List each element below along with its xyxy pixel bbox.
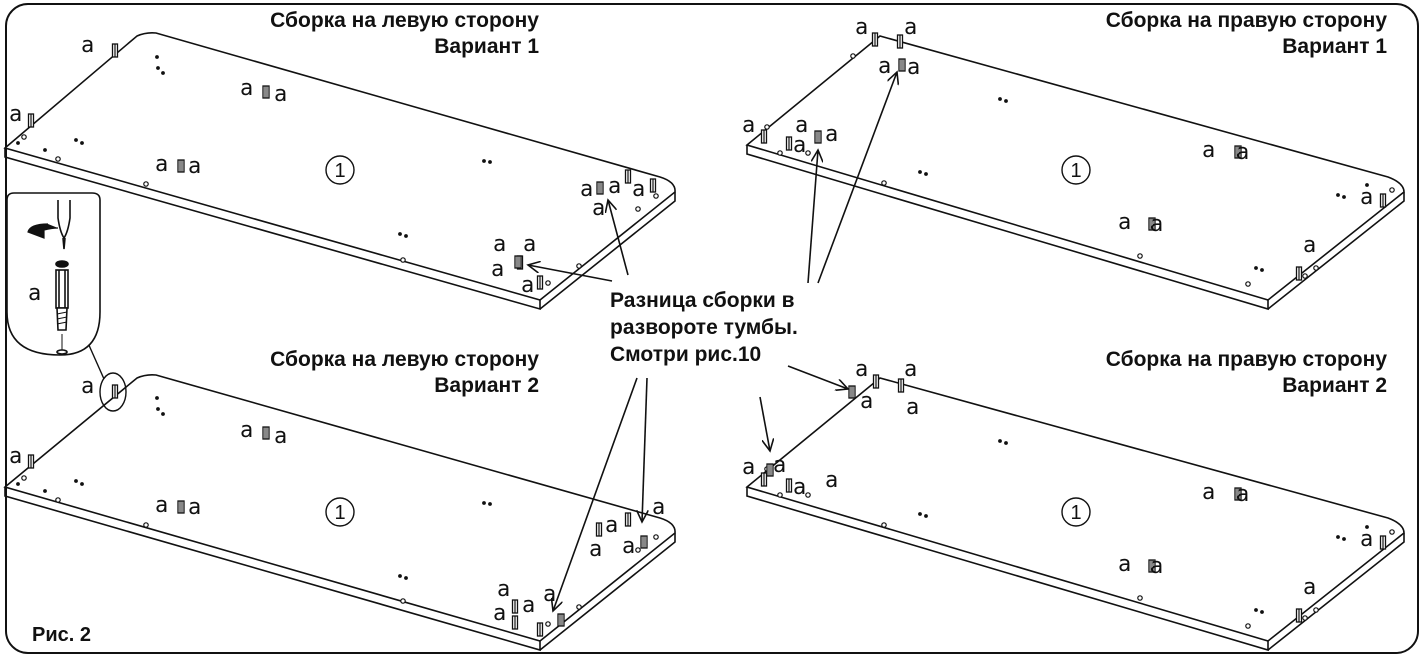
svg-text:1: 1 (334, 160, 345, 182)
svg-text:a: a (1118, 210, 1131, 235)
svg-text:a: a (632, 177, 645, 202)
svg-text:a: a (592, 196, 605, 221)
svg-text:a: a (652, 495, 665, 520)
panel-variant-text: Вариант 1 (1282, 35, 1387, 58)
panel-title-left-v1: Сборка на левую сторону Вариант 1 (270, 8, 539, 60)
panel-left-v2 (3, 342, 676, 652)
svg-text:1: 1 (1070, 160, 1081, 182)
panel-title-text: Сборка на левую сторону (270, 9, 539, 32)
svg-text:a: a (795, 113, 808, 138)
svg-text:a: a (28, 281, 41, 306)
svg-text:a: a (580, 177, 593, 202)
svg-text:a: a (1303, 575, 1316, 600)
svg-text:a: a (497, 577, 510, 602)
pointer-arrows (528, 72, 897, 611)
svg-text:a: a (622, 534, 635, 559)
svg-text:a: a (491, 257, 504, 282)
svg-text:a: a (521, 273, 534, 298)
svg-text:a: a (274, 82, 287, 107)
svg-text:a: a (9, 102, 22, 127)
svg-text:a: a (773, 453, 786, 478)
assembly-difference-note: Разница сборки в развороте тумбы. Смотри… (610, 287, 798, 368)
panel-right-v1 (745, 32, 1405, 311)
svg-text:a: a (906, 395, 919, 420)
svg-text:a: a (155, 493, 168, 518)
panel-variant-text: Вариант 1 (434, 35, 539, 58)
svg-text:a: a (1236, 482, 1249, 507)
svg-text:a: a (493, 601, 506, 626)
svg-text:a: a (608, 174, 621, 199)
page-border (5, 3, 1419, 654)
svg-text:a: a (860, 389, 873, 414)
panel-title-right-v2: Сборка на правую сторону Вариант 2 (1106, 347, 1387, 399)
svg-text:a: a (81, 33, 94, 58)
panel-left-v1 (3, 32, 676, 311)
svg-text:1: 1 (334, 502, 345, 524)
svg-text:a: a (855, 15, 868, 40)
note-line-1: Разница сборки в (610, 289, 795, 312)
panel-right-v2 (745, 374, 1405, 652)
svg-text:a: a (188, 154, 201, 179)
part-number-markers: 1 1 1 1 (325, 155, 1091, 527)
svg-text:a: a (1303, 233, 1316, 258)
panel-title-text: Сборка на правую сторону (1105, 9, 1387, 32)
svg-text:a: a (825, 122, 838, 147)
svg-text:a: a (523, 232, 536, 257)
svg-text:a: a (1150, 554, 1163, 579)
svg-text:a: a (878, 54, 891, 79)
svg-text:a: a (1236, 140, 1249, 165)
svg-text:a: a (904, 15, 917, 40)
panel-variant-text: Вариант 2 (1282, 374, 1387, 397)
panel-title-text: Сборка на правую сторону (1105, 348, 1387, 371)
svg-text:1: 1 (1070, 502, 1081, 524)
svg-text:a: a (742, 455, 755, 480)
svg-text:a: a (1360, 527, 1373, 552)
svg-text:a: a (793, 133, 806, 158)
rotate-arrow-icon (27, 223, 59, 239)
detail-callout (6, 192, 101, 356)
svg-text:a: a (240, 76, 253, 101)
panel-title-left-v2: Сборка на левую сторону Вариант 2 (270, 347, 539, 399)
svg-text:a: a (1118, 552, 1131, 577)
panel-title-right-v1: Сборка на правую сторону Вариант 1 (1106, 8, 1387, 60)
svg-text:a: a (81, 374, 94, 399)
svg-text:a: a (155, 152, 168, 177)
svg-text:a: a (493, 232, 506, 257)
svg-text:a: a (274, 424, 287, 449)
svg-text:a: a (9, 444, 22, 469)
svg-text:a: a (907, 55, 920, 80)
panel-variant-text: Вариант 2 (434, 374, 539, 397)
svg-text:a: a (589, 537, 602, 562)
screwdriver-icon (57, 200, 71, 250)
svg-text:a: a (1150, 212, 1163, 237)
svg-text:a: a (543, 582, 556, 607)
note-line-3: Смотри рис.10 (610, 343, 762, 366)
svg-text:a: a (825, 468, 838, 493)
svg-text:a: a (793, 475, 806, 500)
svg-text:a: a (855, 357, 868, 382)
svg-text:a: a (522, 593, 535, 618)
note-line-2: развороте тумбы. (610, 316, 798, 339)
svg-text:a: a (1202, 138, 1215, 163)
svg-text:a: a (742, 113, 755, 138)
svg-text:a: a (605, 513, 618, 538)
panel-title-text: Сборка на левую сторону (270, 348, 539, 371)
svg-text:a: a (240, 418, 253, 443)
svg-text:a: a (1360, 185, 1373, 210)
svg-text:a: a (188, 495, 201, 520)
svg-text:a: a (1202, 480, 1215, 505)
svg-text:a: a (904, 357, 917, 382)
cam-dowel-icon (55, 260, 69, 355)
figure-label: Рис. 2 (32, 624, 91, 646)
